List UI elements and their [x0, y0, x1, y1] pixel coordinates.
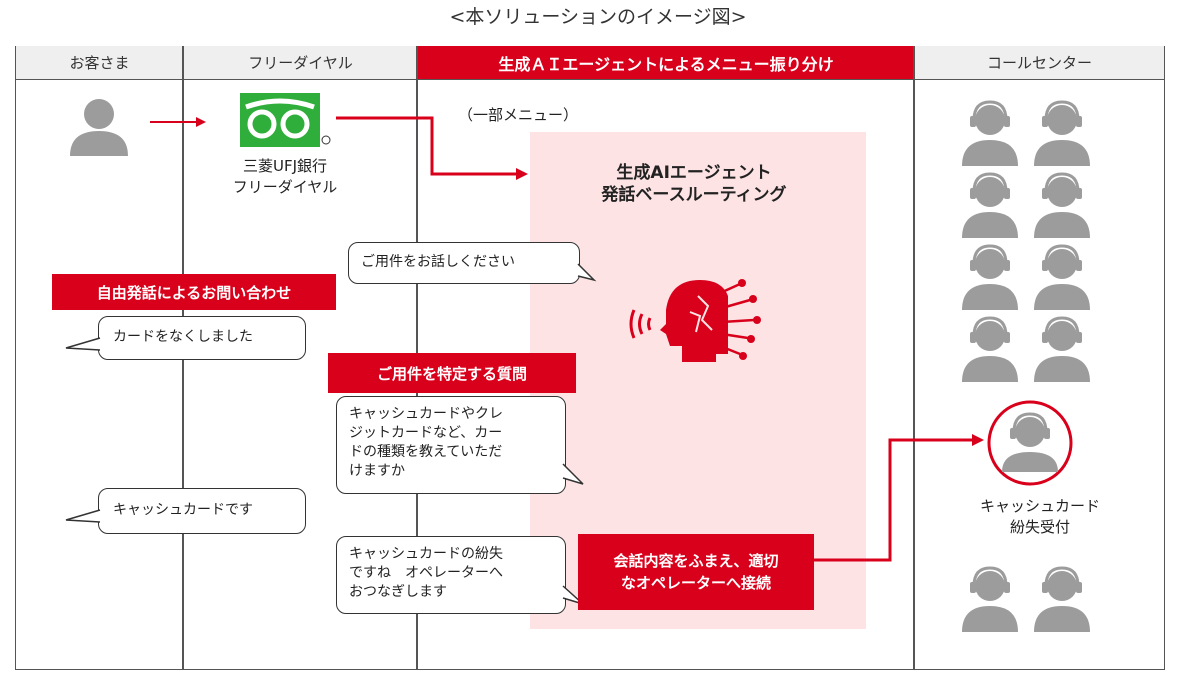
question-tag: ご用件を特定する質問	[328, 353, 576, 393]
bubble-line: おつなぎします	[349, 584, 447, 600]
headset-operator-icon	[987, 400, 1073, 486]
column-divider	[913, 46, 915, 670]
ai-head-icon	[629, 279, 761, 362]
customer-person-icon	[70, 99, 128, 156]
bubble-tail	[577, 263, 597, 282]
bubble-tail	[65, 509, 101, 523]
operator-group-icon	[960, 100, 1092, 384]
operator-label: キャッシュカード 紛失受付	[930, 496, 1150, 538]
operator-label-line1: キャッシュカード	[979, 497, 1100, 515]
bubble-tail	[65, 337, 101, 351]
operator-label-line2: 紛失受付	[1009, 518, 1070, 536]
routing-arrow-icon	[336, 116, 528, 180]
ai-title-line1: 生成AIエージェント	[616, 163, 772, 183]
customer-bubble: カードをなくしました	[98, 316, 306, 360]
diagram-title: <本ソリューションのイメージ図>	[449, 6, 747, 28]
freedial-name-line2: フリーダイヤル	[232, 178, 338, 196]
bubble-line: キャッシュカードやクレ	[349, 406, 503, 422]
column-header-customer: お客さま	[16, 46, 183, 80]
free-dial-logo-icon	[240, 93, 331, 147]
freedial-name-line1: 三菱UFJ銀行	[242, 157, 328, 175]
connect-tag-line2: なオペレーターへ接続	[620, 574, 771, 592]
column-header-ai: 生成ＡＩエージェントによるメニュー振り分け	[418, 46, 914, 80]
bubble-line: ですね オペレーターへ	[349, 565, 503, 581]
connect-tag: 会話内容をふまえ、適切 なオペレーターへ接続	[578, 534, 814, 610]
ai-prompt-bubble: ご用件をお話しください	[348, 242, 580, 284]
arrow-icon	[150, 117, 206, 127]
bubble-line: ドの種類を教えていただ	[349, 444, 503, 460]
operator-group-icon	[960, 566, 1092, 634]
bubble-line: ジットカードなど、カー	[349, 425, 503, 441]
ai-question-bubble: キャッシュカードやクレ ジットカードなど、カー ドの種類を教えていただ けますか	[336, 396, 566, 494]
menu-note: （一部メニュー）	[458, 106, 579, 124]
connect-tag-line1: 会話内容をふまえ、適切	[613, 552, 779, 570]
connect-arrow-icon	[812, 434, 984, 562]
ai-connect-bubble: キャッシュカードの紛失 ですね オペレーターへ おつなぎします	[336, 536, 566, 614]
free-speech-tag: 自由発話によるお問い合わせ	[52, 274, 336, 310]
customer-bubble: キャッシュカードです	[98, 488, 306, 534]
freedial-name: 三菱UFJ銀行 フリーダイヤル	[200, 156, 370, 198]
column-header-freedial: フリーダイヤル	[184, 46, 417, 80]
bubble-line: けますか	[349, 463, 405, 479]
bubble-line: キャッシュカードの紛失	[349, 546, 503, 562]
column-header-callcenter: コールセンター	[915, 46, 1164, 80]
bubble-tail	[562, 463, 584, 485]
ai-title-line2: 発話ベースルーティング	[601, 185, 787, 205]
ai-panel-title: 生成AIエージェント 発話ベースルーティング	[560, 162, 828, 206]
